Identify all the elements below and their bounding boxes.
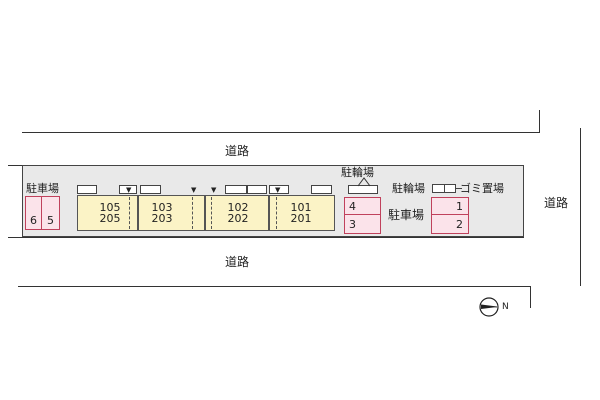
unit-number-upper: 202 bbox=[227, 212, 249, 225]
bike-parking-right-label: 駐輪場 bbox=[392, 182, 425, 195]
parking-space-label: 4 bbox=[349, 200, 356, 213]
balcony-box bbox=[247, 185, 267, 194]
road-top-corner bbox=[539, 110, 540, 133]
bike-parking-shed bbox=[348, 185, 378, 194]
road-bottom-corner bbox=[530, 286, 531, 308]
bike-parking-top-label: 駐輪場 bbox=[341, 166, 374, 179]
unit-divider bbox=[211, 197, 212, 229]
parking-space-label: 5 bbox=[47, 214, 54, 227]
unit-divider bbox=[129, 197, 130, 229]
entrance-marker-icon: ▼ bbox=[211, 186, 217, 194]
unit-number-lower: 103 bbox=[151, 201, 173, 214]
unit-102-202 bbox=[205, 195, 269, 231]
parking-space-3: 3 bbox=[344, 214, 381, 234]
parking-space-label: 3 bbox=[349, 218, 356, 231]
parking-space-2: 2 bbox=[431, 214, 469, 234]
unit-divider bbox=[276, 197, 277, 229]
road-bottom-upper-edge bbox=[8, 237, 524, 238]
balcony-box bbox=[225, 185, 247, 194]
garbage-connector bbox=[456, 188, 462, 189]
parking-space-label: 1 bbox=[456, 200, 463, 213]
road-bottom-label: 道路 bbox=[225, 255, 250, 269]
road-right-label: 道路 bbox=[544, 196, 569, 210]
garbage-label: ゴミ置場 bbox=[460, 182, 504, 195]
balcony-box bbox=[269, 185, 289, 194]
parking-space-label: 2 bbox=[456, 218, 463, 231]
parking-space-1: 1 bbox=[431, 197, 469, 215]
entrance-marker-icon: ▼ bbox=[191, 186, 197, 194]
balcony-box bbox=[77, 185, 97, 194]
unit-103-203 bbox=[138, 195, 205, 231]
road-top-upper-edge bbox=[22, 132, 540, 133]
road-right-edge bbox=[580, 128, 581, 286]
parking-left-label: 駐車場 bbox=[26, 182, 59, 195]
north-arrow-icon bbox=[479, 297, 499, 317]
bike-parking-right-divider bbox=[444, 184, 445, 193]
unit-divider bbox=[192, 197, 193, 229]
entrance-marker-icon: ▼ bbox=[275, 186, 281, 194]
unit-number-lower: 101 bbox=[290, 201, 312, 214]
unit-number-upper: 201 bbox=[290, 212, 312, 225]
unit-105-205 bbox=[77, 195, 138, 231]
unit-number-upper: 203 bbox=[151, 212, 173, 225]
road-top-label: 道路 bbox=[225, 144, 250, 158]
entrance-marker-icon: ▼ bbox=[126, 186, 132, 194]
north-letter: N bbox=[502, 302, 509, 312]
parking-space-5: 5 bbox=[41, 196, 60, 230]
balcony-box bbox=[119, 185, 137, 194]
parking-space-label: 6 bbox=[30, 214, 37, 227]
road-bottom-lower-edge bbox=[18, 286, 530, 287]
unit-number-lower: 105 bbox=[99, 201, 121, 214]
unit-number-lower: 102 bbox=[227, 201, 249, 214]
parking-space-6: 6 bbox=[25, 196, 42, 230]
balcony-box bbox=[311, 185, 332, 194]
bike-parking-roof-icon bbox=[357, 177, 371, 187]
parking-space-4: 4 bbox=[344, 197, 381, 215]
parking-right-label: 駐車場 bbox=[388, 208, 425, 222]
unit-101-201 bbox=[269, 195, 335, 231]
balcony-box bbox=[140, 185, 161, 194]
unit-number-upper: 205 bbox=[99, 212, 121, 225]
